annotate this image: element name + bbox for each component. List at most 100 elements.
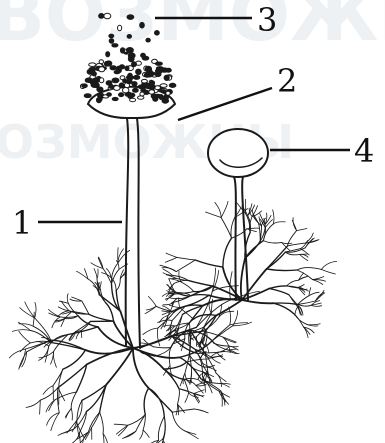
rhizoid-branch [89, 314, 114, 321]
spore [99, 78, 103, 83]
spore [91, 82, 98, 87]
watermark: ВОЗМОЖНО ОЗМОЖНЫ [0, 0, 385, 169]
spore [141, 89, 146, 92]
label-1: 1 [12, 204, 122, 242]
rhizoid-branch [297, 229, 307, 231]
rhizoid-branch [71, 409, 72, 421]
spore [123, 88, 129, 93]
spore [112, 97, 118, 100]
rhizoid-branch [146, 306, 156, 310]
spore [166, 68, 172, 72]
rhizoid-branch [247, 229, 257, 232]
rhizoid-branch [170, 298, 178, 299]
spore [84, 94, 91, 98]
rhizoid-branch [49, 313, 61, 317]
rhizoid-branch [169, 348, 171, 366]
spore [127, 15, 134, 20]
rhizoid-branch [274, 303, 295, 314]
spore [162, 99, 169, 104]
rhizoid-branch [72, 421, 76, 432]
rhizoid-branch [298, 304, 312, 306]
label-2-text: 2 [277, 62, 297, 100]
rhizoid-branch [67, 294, 68, 304]
rhizoid-branch [185, 393, 189, 403]
spore [128, 93, 132, 97]
spore [112, 78, 119, 83]
spore [164, 75, 169, 80]
spore [119, 93, 124, 97]
rhizoid-branch [269, 286, 286, 289]
rhizoid-branch [287, 280, 299, 286]
rhizoid-branch [300, 254, 308, 260]
rhizoid-branch [215, 202, 221, 217]
rhizoid-branch [86, 385, 106, 412]
spore [125, 66, 129, 71]
rhizoid-branch [311, 305, 321, 306]
rhizoid-branch [100, 412, 104, 434]
spore [104, 13, 111, 19]
spore [127, 35, 131, 39]
rhizoid-branch [98, 327, 133, 348]
rhizoid-branch [114, 321, 134, 348]
rhizoid-branch [26, 400, 40, 407]
rhizoid-branch [124, 431, 136, 437]
rhizoid-branch [112, 269, 120, 284]
spore [106, 52, 110, 57]
rhizoid-branch [40, 400, 41, 414]
rhizoid-branch [221, 201, 228, 217]
spore [155, 31, 160, 36]
rhizoid-branch [144, 388, 148, 415]
spore [116, 68, 121, 73]
rhizoid-branch [157, 328, 159, 346]
rhizoid-branch [35, 302, 36, 318]
rhizoid-branch [68, 327, 98, 335]
rhizoid-branch [178, 389, 180, 405]
rhizoid-branch [242, 300, 274, 303]
spore [120, 48, 124, 53]
rhizoid-branch [313, 277, 324, 280]
rhizoid-branch [77, 271, 89, 279]
spore [110, 66, 116, 70]
spore [112, 44, 118, 47]
spore [155, 94, 162, 97]
rhizoid-branch [164, 369, 184, 379]
rhizoid-branch [88, 412, 99, 432]
rhizoid-branch [94, 269, 97, 279]
rhizoid-branch [298, 285, 305, 288]
rhizoid-branch [189, 281, 213, 286]
rhizoid-branch [51, 413, 59, 431]
rhizoid-branch [33, 312, 34, 326]
rhizoid-branch [63, 350, 86, 369]
spore [123, 79, 127, 83]
rhizoid-branch [114, 424, 128, 425]
rhizoid-branch [229, 346, 238, 347]
spore [99, 67, 105, 72]
rhizoid-branch [263, 241, 281, 243]
rhizoid-branch [103, 269, 112, 284]
rhizoid-branch [267, 252, 286, 269]
spore [147, 69, 151, 73]
spore [149, 90, 155, 94]
young-sporangiophore [208, 129, 268, 300]
label-2: 2 [178, 62, 297, 120]
rhizoid-branch [189, 295, 209, 297]
rhizoid-branch [295, 307, 298, 316]
rhizoid-branch [35, 318, 51, 340]
spore [132, 82, 137, 86]
spore [114, 86, 120, 91]
label-1-text: 1 [12, 204, 32, 242]
rhizoid-branch [194, 409, 208, 413]
spore [133, 75, 139, 79]
rhizoid-branch [20, 308, 35, 318]
rhizoid-branch [120, 270, 123, 279]
spore [141, 79, 147, 83]
spore [141, 53, 146, 57]
rhizoid-branch [295, 314, 304, 327]
spore [126, 48, 133, 53]
spore [155, 62, 162, 65]
rhizoid-branch [273, 210, 274, 224]
spore [89, 67, 96, 71]
spore [109, 39, 114, 44]
label-3-text: 3 [257, 1, 277, 39]
